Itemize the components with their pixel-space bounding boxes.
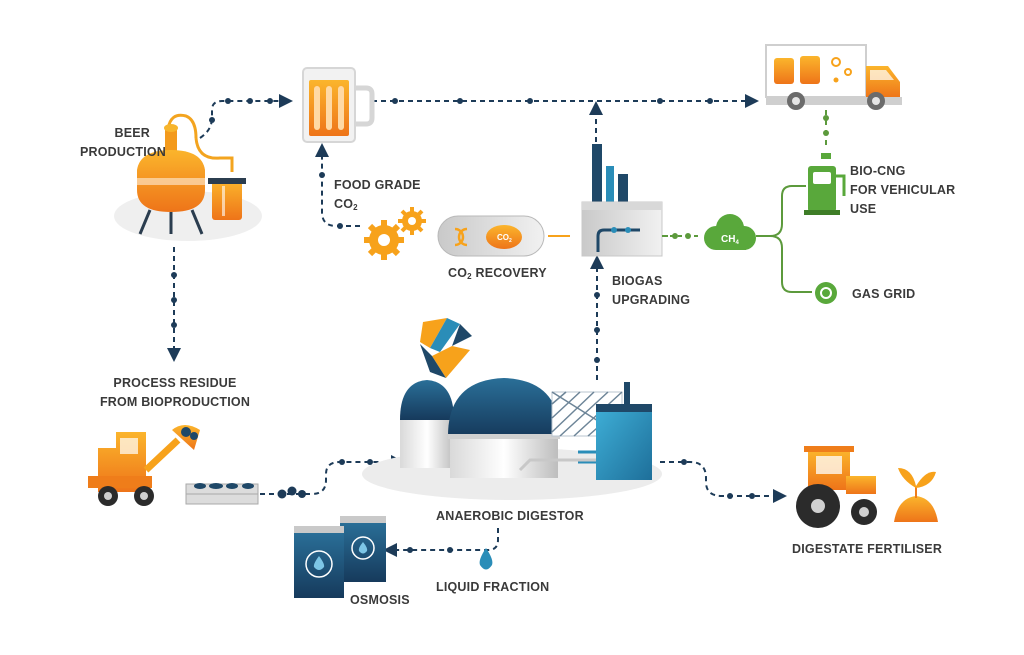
label-biogas-line1: BIOGAS	[612, 274, 663, 288]
ch4-tag: CH4	[721, 234, 739, 246]
label-biogas-line2: UPGRADING	[612, 293, 691, 307]
tractor-icon	[796, 446, 877, 528]
gas-grid-icon	[815, 282, 837, 304]
gears-icon	[364, 207, 426, 260]
ch4-cloud-icon: CH4	[704, 214, 756, 250]
label-bio-cng-line2: FOR VEHICULAR	[850, 183, 956, 197]
label-bio-cng: BIO-CNG FOR VEHICULAR USE	[850, 162, 955, 219]
label-gas-grid: GAS GRID	[852, 287, 916, 301]
beer-glass-icon	[302, 67, 375, 143]
label-co2-recovery: CO2 RECOVERY	[448, 266, 547, 281]
label-process-residue: PROCESS RESIDUE FROM BIOPRODUCTION	[90, 374, 260, 412]
beer-production-kettle-icon	[114, 113, 262, 241]
label-biogas-upgrading: BIOGAS UPGRADING	[612, 272, 690, 310]
label-food-grade-co2: FOOD GRADE CO2	[334, 176, 421, 217]
co2-cylinder-tag: CO2	[497, 233, 512, 244]
co2-recovery-cylinder-icon: CO2	[437, 215, 570, 257]
label-food-grade: FOOD GRADE	[334, 178, 421, 192]
green-flow-lines	[662, 110, 827, 293]
label-digestate-fertiliser: DIGESTATE FERTILISER	[792, 542, 943, 556]
flow-lines	[167, 94, 787, 557]
delivery-truck-icon	[765, 44, 902, 110]
flow-dots	[171, 98, 755, 553]
anaerobic-digestor-icon	[362, 378, 662, 500]
label-beer-line1: BEER	[114, 126, 150, 140]
label-liquid-fraction: LIQUID FRACTION	[436, 580, 550, 594]
flow-digestor-to-osmosis	[383, 528, 499, 557]
flow-co2-to-glass	[315, 143, 360, 227]
label-residue-line2: FROM BIOPRODUCTION	[99, 395, 251, 409]
biogas-upgrading-plant-icon	[581, 144, 668, 257]
company-logo-icon	[420, 318, 472, 378]
label-anaerobic-digestor: ANAEROBIC DIGESTOR	[436, 509, 584, 523]
flow-residue-to-digestor	[260, 455, 405, 495]
label-bio-cng-line3: USE	[850, 202, 877, 216]
label-osmosis: OSMOSIS	[350, 593, 410, 607]
residue-conveyor-icon	[185, 483, 259, 505]
flow-digestor-to-fertiliser	[660, 461, 787, 503]
label-beer-production: BEER PRODUCTION	[80, 124, 167, 162]
front-loader-icon	[88, 425, 200, 506]
label-beer-line2: PRODUCTION	[80, 145, 167, 159]
fuel-pump-icon	[804, 153, 846, 215]
label-residue-line1: PROCESS RESIDUE	[113, 376, 237, 390]
liquid-drop-icon	[479, 548, 493, 570]
osmosis-units-icon	[294, 516, 386, 598]
label-bio-cng-line1: BIO-CNG	[850, 164, 906, 178]
label-co2-food: CO2	[334, 197, 358, 212]
sprout-soil-icon	[894, 468, 938, 522]
